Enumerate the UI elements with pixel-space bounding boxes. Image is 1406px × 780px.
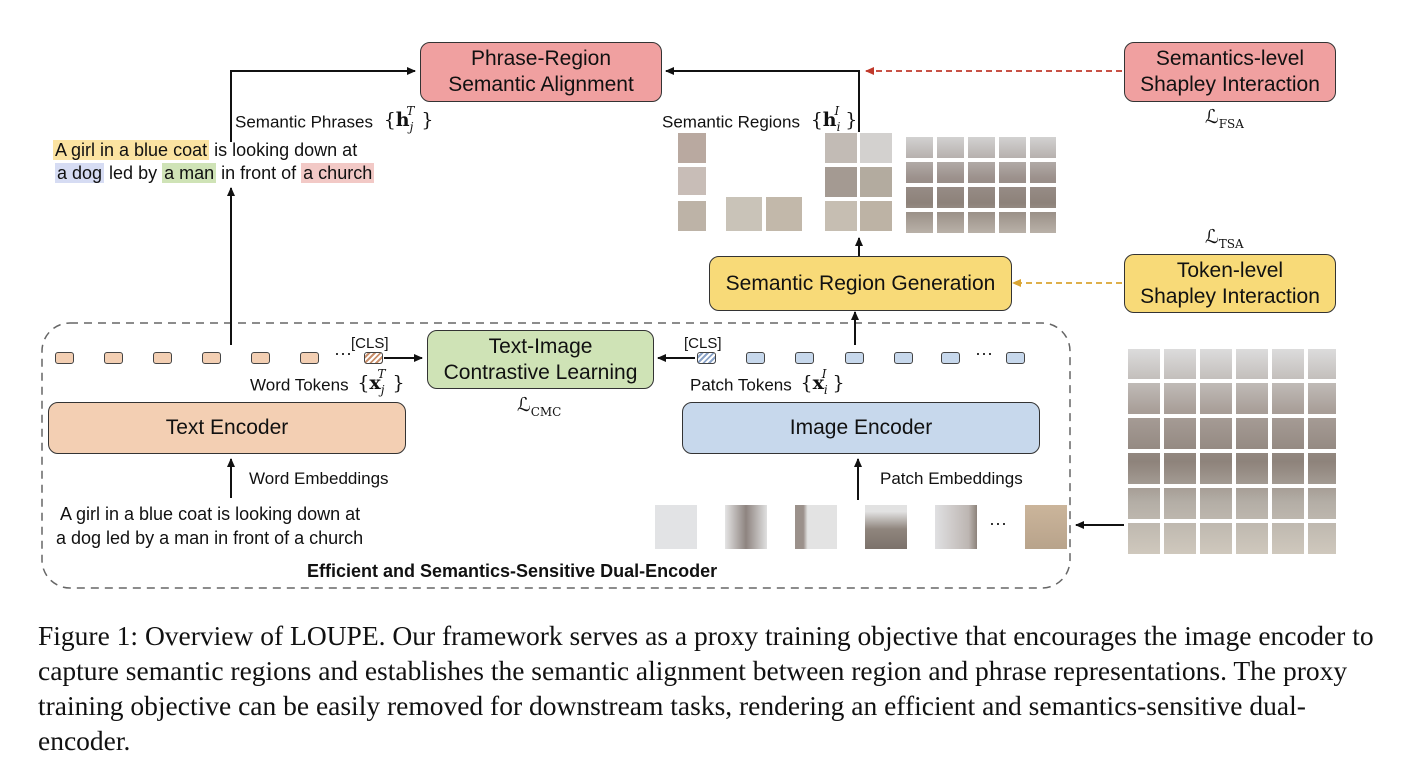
word-embeddings-label: Word Embeddings — [249, 469, 389, 488]
highlighted-sentence-line1: A girl in a blue coat is looking down at — [53, 140, 358, 160]
phrase-church: a church — [301, 163, 375, 183]
word-token — [104, 352, 123, 364]
loss-fsa: ℒFSA — [1205, 106, 1244, 131]
word-token — [251, 352, 270, 364]
dual-encoder-label: Efficient and Semantics-Sensitive Dual-E… — [307, 561, 718, 581]
highlighted-sentence-line2: a dog led by a man in front of a church — [55, 163, 375, 183]
contrastive-learning-box: Text-Image Contrastive Learning — [427, 330, 654, 389]
image-encoder-box: Image Encoder — [682, 402, 1040, 454]
semantics-shapley-box: Semantics-level Shapley Interaction — [1124, 42, 1336, 102]
church-region-grid — [906, 133, 1056, 233]
token-shapley-box: Token-level Shapley Interaction — [1124, 254, 1336, 313]
input-sentence-line1: A girl in a blue coat is looking down at — [60, 504, 361, 524]
patch-embedding-thumbnails: ··· — [655, 505, 1070, 549]
word-token — [202, 352, 221, 364]
semantic-regions-label: Semantic Regions {hiI} — [662, 104, 858, 135]
input-sentence-line2: a dog led by a man in front of a church — [56, 528, 364, 548]
connector-layer — [41, 67, 1124, 589]
patch-token — [746, 352, 765, 364]
phrase-girl: A girl in a blue coat — [53, 140, 210, 160]
dual-encoder-frame — [41, 322, 1071, 589]
loss-cmc: ℒCMC — [517, 394, 562, 419]
phrase-man: a man — [162, 163, 217, 183]
patch-embeddings-label: Patch Embeddings — [880, 469, 1023, 488]
patch-token — [795, 352, 814, 364]
text-cls-label: [CLS] — [351, 335, 389, 352]
image-token-ellipsis: ··· — [975, 343, 993, 363]
image-cls-label: [CLS] — [684, 335, 722, 352]
word-tokens-label: Word Tokens {xjT} — [250, 367, 405, 398]
figure-caption: Figure 1: Overview of LOUPE. Our framewo… — [38, 620, 1374, 756]
text-encoder-box: Text Encoder — [48, 402, 406, 454]
patch-token — [845, 352, 864, 364]
patch-token — [1006, 352, 1025, 364]
word-token — [55, 352, 74, 364]
patch-tokens-label: Patch Tokens {xiI} — [690, 367, 845, 398]
patch-token — [894, 352, 913, 364]
patch-ellipsis: ··· — [989, 513, 1007, 533]
phrase-region-alignment-box: Phrase-Region Semantic Alignment — [420, 42, 662, 102]
regions-to-alignment-arrow — [665, 67, 860, 132]
semantic-region-thumbnails — [678, 133, 1058, 233]
image-cls-token — [697, 352, 716, 364]
semantic-region-generation-box: Semantic Region Generation — [709, 256, 1012, 311]
patch-token — [941, 352, 960, 364]
text-cls-token — [364, 352, 383, 364]
word-token — [153, 352, 172, 364]
word-token — [300, 352, 319, 364]
phrase-dog: a dog — [55, 163, 105, 183]
semantic-phrases-label: Semantic Phrases {hjT} — [235, 104, 434, 135]
text-token-ellipsis: ··· — [334, 343, 352, 363]
loss-tsa: ℒTSA — [1205, 226, 1244, 251]
input-image-grid — [1128, 349, 1336, 554]
